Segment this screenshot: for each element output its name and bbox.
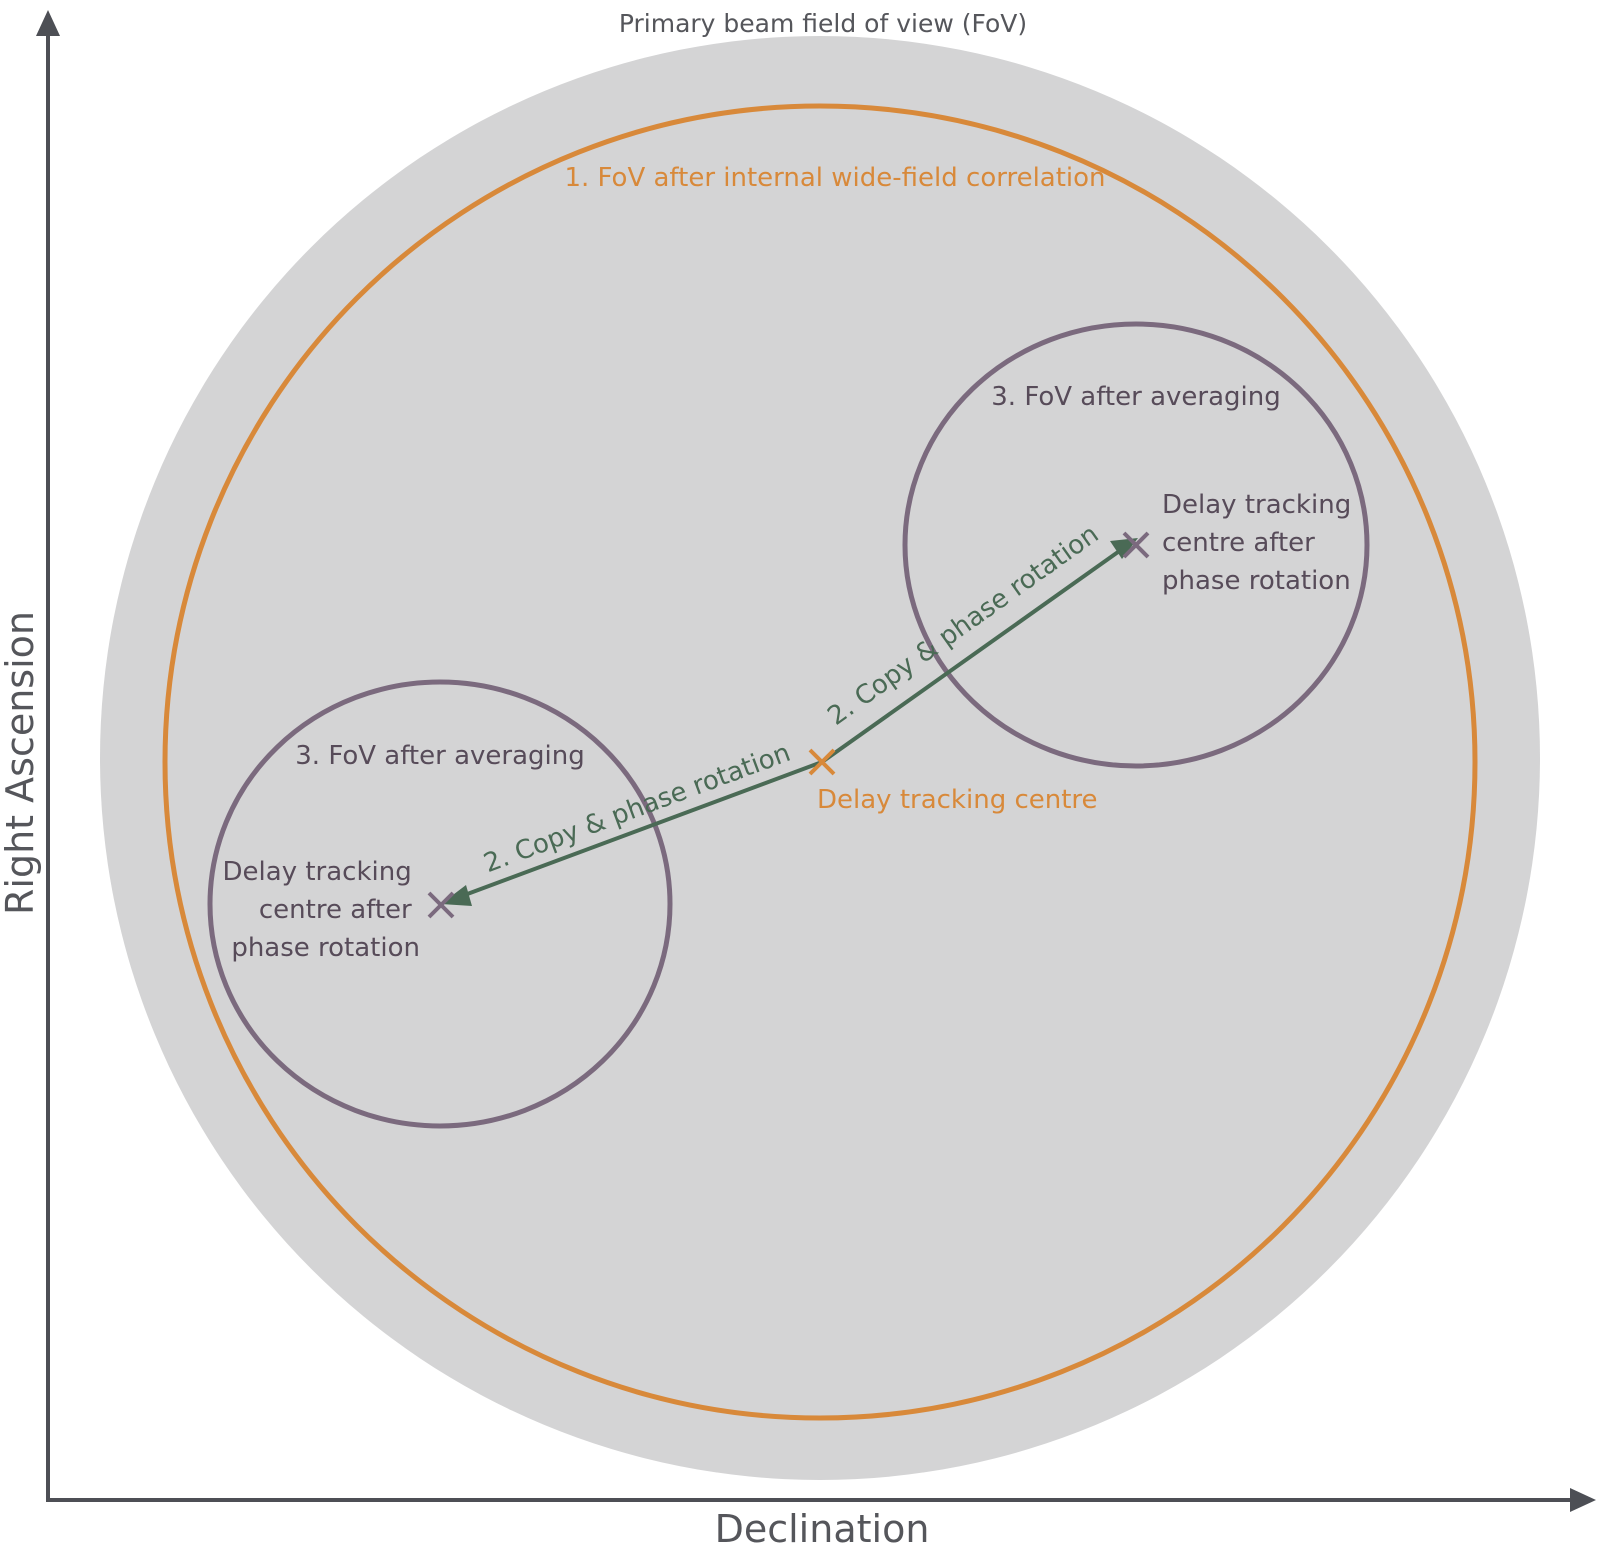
shifted-centre-label-right-line-3: phase rotation (1162, 566, 1351, 596)
wide-field-fov-circle (162, 103, 1478, 1421)
averaging-fov-circle-left (207, 679, 673, 1129)
shifted-centre-label-left: Delay tracking centre after phase rotati… (223, 857, 420, 963)
shifted-centre-label-right: Delay tracking centre after phase rotati… (1162, 490, 1359, 596)
shifted-centre-label-left-line-1: Delay tracking (223, 857, 412, 887)
shifted-centre-marker-left (427, 891, 455, 919)
shifted-centre-marker-right (1122, 531, 1150, 559)
averaging-fov-label-right: 3. FoV after averaging (991, 382, 1280, 412)
y-axis-label: Right Ascension (0, 611, 42, 915)
x-axis-label: Declination (715, 1507, 930, 1546)
delay-tracking-centre-label: Delay tracking centre (817, 785, 1098, 815)
shifted-centre-label-left-line-3: phase rotation (231, 933, 420, 963)
x-axis-arrowhead (1570, 1488, 1596, 1512)
shifted-centre-label-right-line-2: centre after (1162, 528, 1315, 558)
y-axis-arrowhead (36, 10, 60, 36)
phase-rotation-arrow-left (461, 760, 823, 898)
averaging-fov-label-left: 3. FoV after averaging (295, 741, 584, 771)
wide-field-fov-label: 1. FoV after internal wide-field correla… (564, 163, 1105, 193)
phase-rotation-arrowhead-left (441, 885, 472, 906)
shifted-centre-label-right-line-1: Delay tracking (1162, 490, 1351, 520)
phase-rotation-arrow-right (820, 550, 1120, 764)
primary-beam-label: Primary beam field of view (FoV) (619, 9, 1027, 38)
shifted-centre-label-left-line-2: centre after (259, 895, 412, 925)
averaging-fov-circle-right (902, 321, 1370, 769)
delay-tracking-centre-marker (808, 748, 836, 776)
phase-rotation-arrowhead-right (1110, 538, 1138, 559)
